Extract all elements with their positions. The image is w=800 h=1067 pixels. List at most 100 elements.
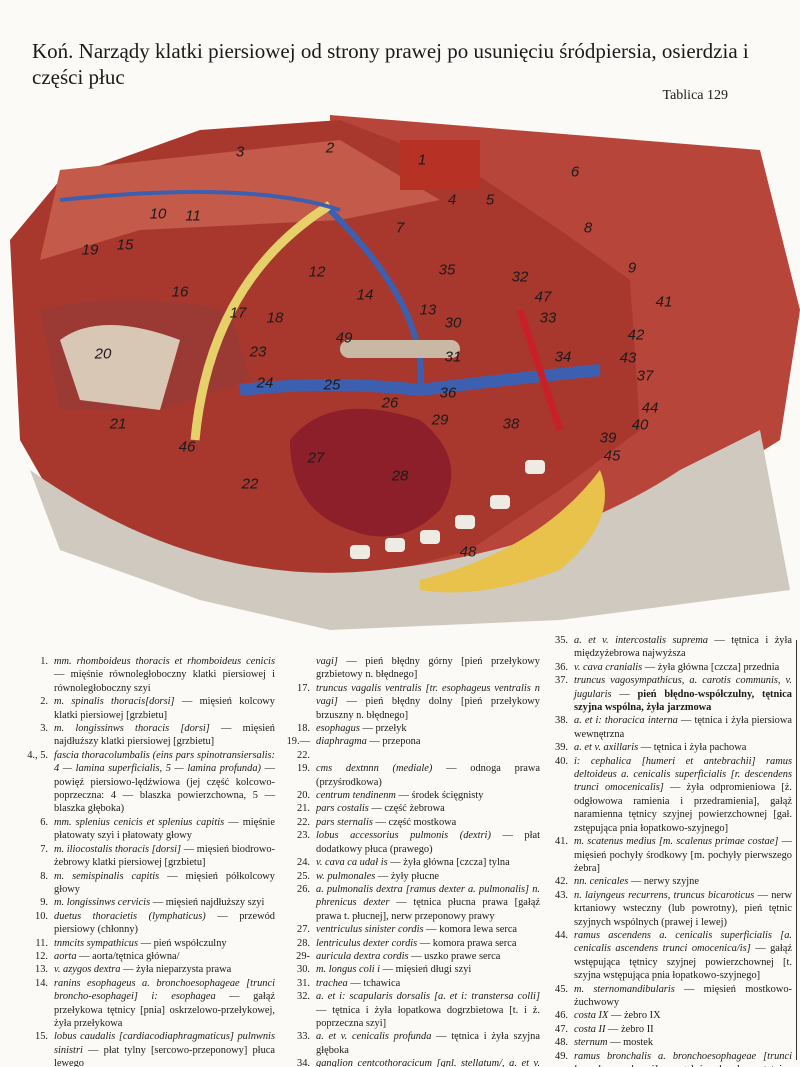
polish-term: żyła nieparzysta prawa	[136, 964, 232, 976]
figure-label: 7	[395, 219, 405, 237]
latin-term: v. cava ca udał is	[316, 857, 388, 869]
dash: —	[605, 1023, 622, 1035]
dash: —	[316, 1004, 333, 1016]
legend-number: 36.	[555, 661, 568, 673]
legend-number: 9.	[40, 897, 48, 909]
figure-label: 38	[502, 415, 520, 433]
polish-term: mięsień najdłuższy szyi	[165, 897, 265, 909]
figure-label: 1	[417, 151, 427, 169]
dash: —	[224, 816, 243, 828]
latin-term: auricula dextra cordis	[316, 950, 409, 962]
legend-item: 26.a. pulmonalis dextra [ramus dexter a.…	[282, 883, 540, 923]
dash: —	[607, 1037, 624, 1049]
figure-label: 12	[308, 263, 326, 281]
figure-label: 24	[256, 374, 274, 392]
page-title: Koń. Narządy klatki piersiowej od strony…	[32, 39, 749, 89]
legend-number: 34.	[297, 1058, 310, 1067]
polish-term: pień współczulny	[153, 937, 227, 949]
legend-item: 23.lobus accessorius pulmonis (dextri) —…	[282, 829, 540, 856]
latin-term: m. longissinws thoracis [dorsi]	[54, 723, 210, 735]
figure-label: 31	[444, 348, 462, 366]
polish-term: komora lewa serca	[439, 924, 518, 936]
legend-item: 38.a. et i: thoracica interna — tętnica …	[540, 714, 792, 741]
dash: —	[359, 723, 376, 735]
dash: —	[366, 736, 383, 748]
legend-number: 46.	[555, 1010, 568, 1022]
figure-label: 19	[81, 241, 99, 259]
polish-term: mięsień najdłuższy klatki piersiowej [gr…	[54, 723, 275, 748]
legend-number: 29-	[296, 950, 310, 962]
polish-term: mięsień pochyły środkowy [m. pochyły pie…	[574, 849, 792, 874]
legend-number: 41.	[555, 836, 568, 848]
legend-number: 26.	[297, 883, 310, 895]
legend-item: 32.a. et i: scapularis dorsalis [a. et i…	[282, 990, 540, 1030]
polish-term: nerw krtaniowy wsteczny (lub powrotny), …	[574, 889, 792, 928]
legend-column-3: 35.a. et v. intercostalis suprema — tętn…	[540, 634, 792, 1067]
figure-label: 48	[459, 543, 477, 561]
figure-label: 6	[570, 163, 580, 181]
dash: —	[750, 943, 771, 955]
latin-term: vagi]	[316, 656, 338, 667]
latin-term: w. pulmonales	[316, 870, 376, 882]
polish-term: środek ścięgnisty	[411, 790, 484, 802]
dash: —	[260, 763, 275, 775]
diaphragm-tendon	[60, 325, 180, 410]
legend-item: 9.m. longissinws cervicis — mięsień najd…	[20, 896, 275, 909]
legend-number: 17.	[297, 682, 310, 694]
dash: —	[215, 991, 254, 1003]
legend-item: 49.ramus bronchalis a. bronchoesophageae…	[540, 1050, 792, 1067]
figure-label: 36	[439, 384, 457, 402]
figure-label: 47	[534, 288, 552, 306]
legend-number	[282, 655, 316, 682]
figure-label: 9	[627, 259, 637, 277]
legend-item: 15.lobus caudalis [cardiacodiaphragmatic…	[20, 1030, 275, 1067]
figure-label: 4	[447, 191, 457, 209]
dash: —	[337, 696, 366, 708]
sternum	[420, 470, 605, 593]
legend-item: 24.v. cava ca udał is — żyła główna [czc…	[282, 856, 540, 869]
figure-label: 15	[116, 236, 134, 254]
figure-label: 11	[185, 207, 201, 225]
polish-term: mięsień mostkowo-żuchwowy	[574, 983, 792, 1008]
dash: —	[76, 950, 93, 962]
legend-number: 47.	[555, 1023, 568, 1035]
polish-term: część żebrowa	[384, 803, 445, 815]
figure-label: 21	[109, 415, 127, 433]
legend-item: 7.m. iliocostalis thoracis [dorsi] — mię…	[20, 843, 275, 870]
dash: —	[628, 876, 644, 888]
polish-term: komora prawa serca	[432, 937, 517, 949]
legend-number: 35.	[555, 635, 568, 646]
figure-label: 43	[619, 349, 637, 367]
latin-term: mm. rhomboideus thoracis et rhomboideus …	[54, 656, 275, 667]
dash: —	[663, 782, 687, 794]
latin-term: ranins esophageus a. bronchoesophageae […	[54, 977, 275, 1003]
figure-label: 2	[325, 139, 335, 157]
dash: —	[754, 889, 772, 901]
latin-term: m. sternomandibularis	[574, 983, 675, 995]
legend-number: 43.	[555, 889, 568, 901]
legend-item: 17.truncus vagalis ventralis [tr. esopha…	[282, 682, 540, 722]
dash: —	[380, 964, 396, 976]
legend-number: 4., 5.	[27, 749, 48, 761]
legend-number: 44.	[555, 929, 568, 941]
dash: —	[159, 870, 186, 882]
legend-item: 29-auricula dextra cordis — uszko prawe …	[282, 950, 540, 963]
legend-item: 10.duetus thoracietis (lymphaticus) — pr…	[20, 910, 275, 937]
polish-term: mięsień biodrowo-żebrowy klatki piersiow…	[54, 843, 275, 869]
polish-term: mięśnie płatowaty szyi i płatowaty głowy	[54, 816, 276, 842]
legend-item: vagi] — pień błędny górny [pień przełyko…	[282, 655, 540, 682]
legend-item: 42.nn. cenicales — nerwy szyjne	[540, 875, 792, 888]
latin-term: i: cephalica [humeri et antebrachii] ram…	[574, 755, 792, 794]
dash: —	[395, 790, 412, 802]
figure-label: 44	[641, 399, 659, 417]
latin-term: pars sternalis	[316, 816, 373, 828]
figure-label: 30	[444, 314, 462, 332]
latin-term: lobus accessorius pulmonis (dextri)	[316, 830, 491, 842]
latin-term: m. semispinalis capitis	[54, 870, 160, 882]
dash: —	[389, 897, 414, 909]
rib-ends	[350, 460, 545, 559]
dash: —	[137, 937, 154, 949]
legend-item: 37.truncus vagosympathicus, a. carotis c…	[540, 674, 792, 714]
legend-number: 32.	[297, 991, 310, 1003]
legend-number: 3.	[40, 723, 48, 735]
